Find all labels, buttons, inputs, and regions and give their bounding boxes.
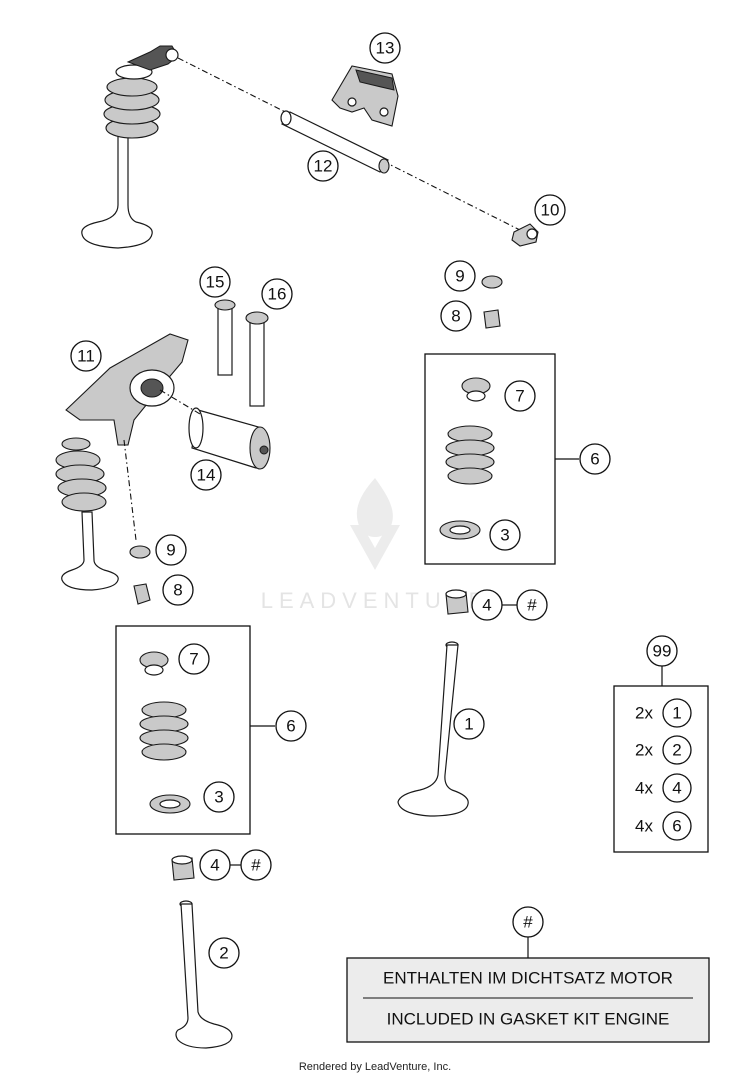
left-valve-assembly <box>55 437 119 591</box>
callout-16[interactable]: 16 <box>261 278 293 310</box>
callout-7-left[interactable]: 7 <box>178 643 210 675</box>
seal-4-lower <box>171 855 195 881</box>
svg-text:13: 13 <box>376 39 395 58</box>
retainer-7-left <box>139 651 169 676</box>
gasket-kit-line-en: INCLUDED IN GASKET KIT ENGINE <box>387 1010 670 1029</box>
svg-text:10: 10 <box>541 201 560 220</box>
kit-99-qty-3: 4x <box>635 779 653 798</box>
spring-6-left <box>139 701 189 761</box>
svg-text:15: 15 <box>206 273 225 292</box>
callout-99[interactable]: 99 <box>646 635 678 667</box>
callout-7-right[interactable]: 7 <box>504 380 536 412</box>
svg-text:1: 1 <box>672 704 681 723</box>
callout-14[interactable]: 14 <box>190 459 222 491</box>
callout-3-left[interactable]: 3 <box>203 781 235 813</box>
keeper-8-right <box>483 309 501 329</box>
cap-9-right <box>481 275 503 289</box>
kit-99-part-3[interactable]: 4 <box>662 773 692 803</box>
svg-text:16: 16 <box>268 285 287 304</box>
svg-text:7: 7 <box>515 387 524 406</box>
svg-text:9: 9 <box>166 541 175 560</box>
callout-10[interactable]: 10 <box>534 194 566 226</box>
callout-9-right[interactable]: 9 <box>444 260 476 292</box>
kit-99-qty-2: 2x <box>635 741 653 760</box>
svg-text:3: 3 <box>500 526 509 545</box>
svg-text:#: # <box>527 596 537 615</box>
svg-text:1: 1 <box>464 715 473 734</box>
callout-8-right[interactable]: 8 <box>440 300 472 332</box>
kit-99-part-4[interactable]: 6 <box>662 811 692 841</box>
centerline-left-valve <box>123 439 137 541</box>
spring-6-right <box>445 425 495 485</box>
callout-15[interactable]: 15 <box>199 266 231 298</box>
kit-99-row-3: 4x 4 <box>635 773 692 803</box>
seat-3-right <box>439 520 481 540</box>
svg-text:2: 2 <box>219 944 228 963</box>
svg-text:12: 12 <box>314 157 333 176</box>
footer-credit: Rendered by LeadVenture, Inc. <box>299 1061 451 1073</box>
callout-6-right[interactable]: 6 <box>579 443 611 475</box>
callout-hash-kit[interactable]: # <box>512 906 544 938</box>
kit-99-box <box>613 685 709 853</box>
group-box-6-left <box>115 625 251 835</box>
svg-text:6: 6 <box>286 717 295 736</box>
svg-text:#: # <box>523 913 533 932</box>
keeper-8-left <box>133 583 151 605</box>
svg-text:7: 7 <box>189 650 198 669</box>
callout-2[interactable]: 2 <box>208 937 240 969</box>
gasket-kit-line-de: ENTHALTEN IM DICHTSATZ MOTOR <box>383 969 673 988</box>
kit-99-qty-4: 4x <box>635 817 653 836</box>
callout-4-lower[interactable]: 4 <box>199 849 231 881</box>
callout-13[interactable]: 13 <box>369 32 401 64</box>
gasket-kit-box <box>346 957 710 1043</box>
svg-text:4: 4 <box>482 596 491 615</box>
callout-9-left[interactable]: 9 <box>155 534 187 566</box>
svg-text:8: 8 <box>451 307 460 326</box>
svg-text:14: 14 <box>197 466 216 485</box>
valve-1 <box>397 641 469 817</box>
svg-text:2: 2 <box>672 741 681 760</box>
callout-11[interactable]: 11 <box>70 340 102 372</box>
seal-4-upper <box>445 589 469 615</box>
svg-text:3: 3 <box>214 788 223 807</box>
callout-1[interactable]: 1 <box>453 708 485 740</box>
callout-12[interactable]: 12 <box>307 150 339 182</box>
svg-text:6: 6 <box>672 817 681 836</box>
shaft-12 <box>280 110 390 174</box>
rocker-arm-11 <box>65 333 189 446</box>
shaft-14 <box>188 407 271 470</box>
kit-99-row-4: 4x 6 <box>635 811 692 841</box>
top-valve-assembly <box>81 45 179 249</box>
callout-hash-upper[interactable]: # <box>516 589 548 621</box>
valve-2 <box>175 900 233 1049</box>
svg-text:11: 11 <box>77 347 95 366</box>
rocker-10 <box>511 223 539 247</box>
pin-15 <box>214 299 236 376</box>
callout-6-left[interactable]: 6 <box>275 710 307 742</box>
svg-text:6: 6 <box>590 450 599 469</box>
bracket-13 <box>331 65 399 127</box>
kit-99-part-1[interactable]: 1 <box>662 698 692 728</box>
kit-99-row-1: 2x 1 <box>635 698 692 728</box>
seat-3-left <box>149 794 191 814</box>
svg-text:9: 9 <box>455 267 464 286</box>
callout-hash-lower[interactable]: # <box>240 849 272 881</box>
callout-8-left[interactable]: 8 <box>162 574 194 606</box>
svg-text:#: # <box>251 856 261 875</box>
pin-16 <box>245 311 269 407</box>
centerline-shaft <box>159 389 201 415</box>
cap-9-left <box>129 545 151 559</box>
svg-text:4: 4 <box>672 779 681 798</box>
retainer-7-right <box>461 377 491 402</box>
kit-99-row-2: 2x 2 <box>635 735 692 765</box>
callout-4-upper[interactable]: 4 <box>471 589 503 621</box>
svg-text:8: 8 <box>173 581 182 600</box>
callout-3-right[interactable]: 3 <box>489 519 521 551</box>
kit-99-qty-1: 2x <box>635 704 653 723</box>
svg-text:99: 99 <box>653 642 672 661</box>
kit-99-part-2[interactable]: 2 <box>662 735 692 765</box>
svg-text:4: 4 <box>210 856 219 875</box>
